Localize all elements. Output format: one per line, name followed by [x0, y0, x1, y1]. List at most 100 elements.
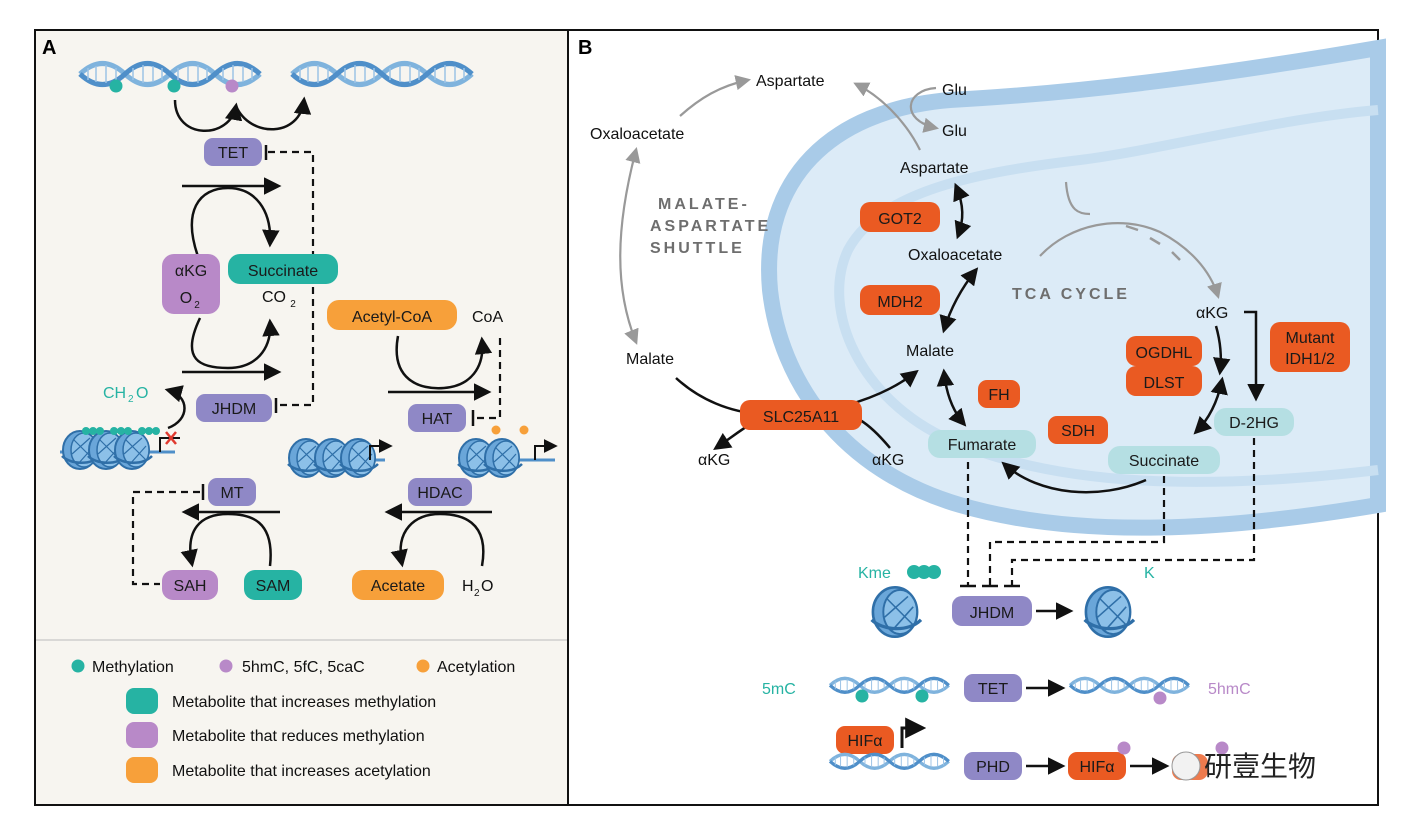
co2-subscript: 2 [290, 299, 296, 310]
succinate-label: Succinate [248, 263, 318, 280]
fh-node [978, 380, 1020, 408]
acetylation-legend-dot [416, 659, 430, 673]
oxaloacetate-cytosol: Oxaloacetate [590, 126, 684, 143]
idh-label: IDH1/2 [1285, 351, 1335, 368]
kme-label: Kme [858, 565, 891, 582]
mdh2-label: MDH2 [877, 294, 922, 311]
hat-label: HAT [422, 411, 453, 428]
tet-b-node [964, 674, 1022, 702]
h2o-label: H [462, 578, 474, 595]
dlst-label: DLST [1144, 375, 1185, 392]
repressed-x-icon [165, 431, 177, 445]
hif-b-label: HIFα [1079, 759, 1114, 776]
dlst-node [1126, 366, 1202, 396]
akg-tca: αKG [1196, 305, 1228, 322]
sah-node [162, 570, 218, 600]
arrow-oxaloacetate-malate [619, 147, 641, 345]
o2-label: O [180, 290, 192, 307]
oxaloacetate-mito: Oxaloacetate [908, 247, 1002, 264]
sam-node [244, 570, 302, 600]
methylation-legend-dot [71, 659, 85, 673]
legend-increase-acetylation: Metabolite that increases acetylation [172, 763, 431, 780]
phd-node [964, 752, 1022, 780]
succinate-label: Succinate [1129, 453, 1199, 470]
akg-label: αKG [175, 263, 207, 280]
5hmc-label: 5hmC [1208, 681, 1251, 698]
5mc-label: 5mC [762, 681, 796, 698]
ch2o-tail: O [136, 385, 148, 402]
jhdm-b-label: JHDM [970, 605, 1014, 622]
o2-subscript: 2 [194, 300, 200, 311]
slc25a11-node [740, 400, 862, 430]
legend-swatch-teal [126, 688, 158, 714]
legend-oxidized: 5hmC, 5fC, 5caC [242, 659, 365, 676]
oxidized-legend-dot [219, 659, 233, 673]
ch2o-subscript: 2 [128, 394, 134, 405]
panel-b-label: B [578, 37, 592, 59]
fumarate-label: Fumarate [948, 437, 1017, 454]
mt-node [208, 478, 256, 506]
oxidized-mark [225, 79, 239, 93]
phd-label: PHD [976, 759, 1010, 776]
d2hg-node [1214, 408, 1294, 436]
shuttle-line-3: SHUTTLE [650, 240, 745, 257]
sdh-label: SDH [1061, 423, 1095, 440]
legend-methylation: Methylation [92, 659, 174, 676]
hdac-node [408, 478, 472, 506]
acetate-node [352, 570, 444, 600]
mutant-idh-node [1270, 322, 1350, 372]
hif-a-label: HIFα [847, 733, 882, 750]
acetyl-mark [519, 425, 529, 435]
legend-increase-methylation: Metabolite that increases methylation [172, 694, 436, 711]
hif-a-node [836, 726, 894, 754]
watermark-logo-icon [1171, 751, 1201, 781]
methyl-mark [109, 79, 123, 93]
ogdhl-node [1126, 336, 1202, 366]
got2-label: GOT2 [878, 211, 922, 228]
tet-b-label: TET [978, 681, 1008, 698]
got2-node [860, 202, 940, 232]
kme-methyl-marks [907, 565, 941, 579]
inner-membrane [834, 105, 1379, 487]
ch2o-label: CH [103, 385, 126, 402]
hdac-label: HDAC [417, 485, 462, 502]
jhdm-node [196, 394, 272, 422]
jhdm-b-node [952, 596, 1032, 626]
arrow-methyl-to-oxidized [173, 99, 243, 132]
co2-label: CO [262, 289, 286, 306]
acetyl-coa-label: Acetyl-CoA [352, 309, 432, 326]
akg-mid: αKG [872, 452, 904, 469]
malate-mito: Malate [906, 343, 954, 360]
acetyl-coa-node [327, 300, 457, 330]
legend-acetylation: Acetylation [437, 659, 515, 676]
legend-reduce-methylation: Metabolite that reduces methylation [172, 728, 425, 745]
glu-top: Glu [942, 82, 967, 99]
k-label: K [1144, 565, 1155, 582]
aspartate-cytosol: Aspartate [756, 73, 825, 90]
succinate-node [228, 254, 338, 284]
tet-label: TET [218, 145, 248, 162]
succinate-node [1108, 446, 1220, 474]
glu-bottom: Glu [942, 123, 967, 140]
acetyl-mark [491, 425, 501, 435]
sam-label: SAM [256, 578, 291, 595]
legend-swatch-purple [126, 722, 158, 748]
tca-cycle-arc [1039, 222, 1222, 299]
shuttle-line-2: ASPARTATE [650, 218, 771, 235]
d2hg-label: D-2HG [1229, 415, 1279, 432]
tca-cycle-label: TCA CYCLE [1012, 286, 1130, 303]
shuttle-line-1: MALATE- [658, 196, 750, 213]
acetate-label: Acetate [371, 578, 425, 595]
arrow-oxidized-to-unmethylated [234, 96, 312, 131]
fumarate-node [928, 430, 1036, 458]
mutant-label: Mutant [1286, 330, 1335, 347]
malate-cytosol: Malate [626, 351, 674, 368]
panel-a-label: A [42, 37, 56, 59]
arrow-aspartate-export [853, 82, 921, 151]
aspartate-mito: Aspartate [900, 160, 969, 177]
hif-b-node [1068, 752, 1126, 780]
jhdm-label: JHDM [212, 401, 256, 418]
coa-label: CoA [472, 309, 503, 326]
slc25a11-label: SLC25A11 [763, 409, 839, 426]
